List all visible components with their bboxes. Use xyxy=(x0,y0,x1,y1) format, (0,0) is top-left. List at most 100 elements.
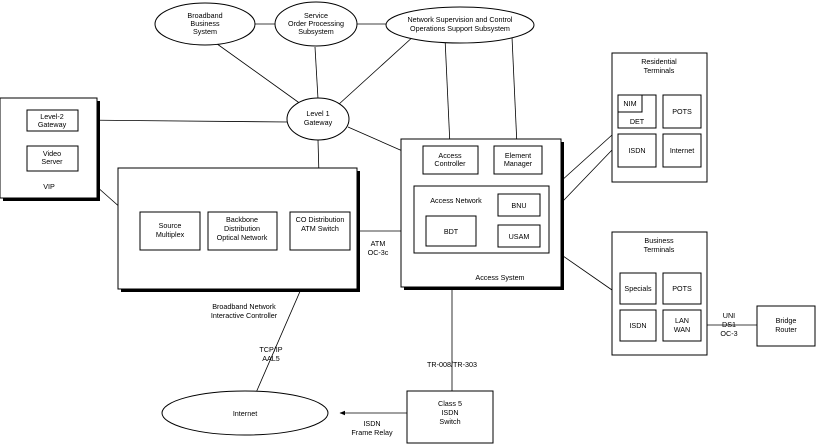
video-server-line1: Video xyxy=(43,149,61,158)
bdt-label: BDT xyxy=(444,227,459,236)
vip-label: VIP xyxy=(43,182,55,191)
access-controller-line1: Access xyxy=(438,151,462,160)
nim-label: NIM xyxy=(623,99,636,108)
bnu-box: BNU xyxy=(497,193,541,217)
tcp-ip-line2: AAL5 xyxy=(262,354,280,363)
bridge-router-line1: Bridge xyxy=(776,316,797,325)
access-system-label: Access System xyxy=(475,273,524,282)
nim-det-box: NIM DET xyxy=(617,94,657,129)
business-pots-label: POTS xyxy=(672,284,692,293)
service-order-processing-subsystem: Service Order Processing Subsystem xyxy=(274,1,358,47)
link-network-supervision-to-access-controller xyxy=(444,37,451,147)
co-distribution-line2: ATM Switch xyxy=(301,224,339,233)
class5-switch-line1: Class 5 xyxy=(438,399,462,408)
level1-gateway-line2: Gateway xyxy=(304,118,333,127)
backbone-line3: Optical Network xyxy=(217,233,268,242)
lan-label: LAN xyxy=(675,316,689,325)
tr-008-label: TR-008/TR-303 xyxy=(427,360,477,369)
det-label: DET xyxy=(630,117,645,126)
business-terminals-block: Business Terminals Specials POTS ISDN LA… xyxy=(611,231,708,356)
bridge-router-box: Bridge Router xyxy=(756,305,816,347)
source-multiplex-line1: Source xyxy=(159,221,182,230)
broadband-business-system-line1: Broadband xyxy=(187,11,222,20)
link-broadband-business-to-level1 xyxy=(205,35,306,108)
business-specials-box: Specials xyxy=(619,272,657,305)
service-order-line1: Service xyxy=(304,11,328,20)
link-level2-gateway-to-level1 xyxy=(77,119,289,123)
broadband-business-system-line2: Business xyxy=(190,19,220,28)
residential-internet-box: Internet xyxy=(662,133,702,168)
class5-switch-line3: Switch xyxy=(439,417,460,426)
ds1-label: DS1 xyxy=(722,320,736,329)
co-distribution-line1: CO Distribution xyxy=(296,215,345,224)
access-system-block: Access System Access Controller Element … xyxy=(400,138,564,290)
business-isdn-box: ISDN xyxy=(619,309,657,342)
access-controller-line2: Controller xyxy=(434,159,466,168)
link-service-order-to-level1 xyxy=(314,46,319,100)
bnu-label: BNU xyxy=(511,201,526,210)
residential-title-line2: Terminals xyxy=(644,66,675,75)
link-network-supervision-to-level1 xyxy=(337,34,416,106)
uni-ds1-oc3-label: UNI DS1 OC-3 xyxy=(720,311,737,338)
residential-isdn-box: ISDN xyxy=(617,133,657,168)
business-specials-label: Specials xyxy=(624,284,652,293)
element-manager-box: Element Manager xyxy=(493,145,543,175)
business-isdn-label: ISDN xyxy=(629,321,646,330)
link-network-supervision-to-element-manager xyxy=(511,36,518,147)
broadband-business-system: Broadband Business System xyxy=(154,2,256,46)
backbone-line1: Backbone xyxy=(226,215,258,224)
network-supervision-line2: Operations Support Subsystem xyxy=(410,24,510,33)
residential-internet-label: Internet xyxy=(670,146,694,155)
access-controller-box: Access Controller xyxy=(422,145,479,175)
internet-label: Internet xyxy=(233,409,257,418)
broadband-business-system-line3: System xyxy=(193,27,217,36)
class5-isdn-switch-box: Class 5 ISDN Switch xyxy=(406,390,494,444)
usam-label: USAM xyxy=(509,232,530,241)
isdn-frame-relay-line2: Frame Relay xyxy=(351,428,393,437)
video-server-box: Video Server xyxy=(26,145,79,172)
usam-box: USAM xyxy=(497,224,541,248)
level2-gateway-box: Level-2 Gateway xyxy=(26,109,79,132)
broadband-network-label-line2: Interactive Controller xyxy=(211,311,278,320)
level2-gateway-line1: Level-2 xyxy=(40,112,64,121)
service-order-line3: Subsystem xyxy=(298,27,334,36)
atm-oc3c-label: ATM OC-3c xyxy=(368,239,389,257)
bridge-router-line2: Router xyxy=(775,325,797,334)
broadband-network-block: Source Multiplex Backbone Distribution O… xyxy=(117,167,360,292)
access-network-box: Access Network BNU BDT USAM xyxy=(413,185,550,254)
co-distribution-atm-switch-box: CO Distribution ATM Switch xyxy=(289,211,351,251)
oc3c-label: OC-3c xyxy=(368,248,389,257)
wan-label: WAN xyxy=(674,325,691,334)
source-multiplex-box: Source Multiplex xyxy=(139,211,201,251)
level2-gateway-line2: Gateway xyxy=(38,120,67,129)
residential-terminals-block: Residential Terminals NIM DET POTS ISDN … xyxy=(611,52,708,183)
atm-label: ATM xyxy=(371,239,386,248)
service-order-line2: Order Processing xyxy=(288,19,344,28)
broadband-network-label-line1: Broadband Network xyxy=(212,302,276,311)
vip-block: VIP Level-2 Gateway Video Server xyxy=(0,97,100,201)
element-manager-line1: Element xyxy=(505,151,531,160)
access-network-label: Access Network xyxy=(430,196,482,205)
network-supervision-line1: Network Supervision and Control xyxy=(407,15,512,24)
tcp-ip-line1: TCP/IP xyxy=(259,345,282,354)
internet-cloud: Internet xyxy=(161,390,329,436)
business-lan-wan-box: LAN WAN xyxy=(662,309,702,342)
residential-title-line1: Residential xyxy=(641,57,677,66)
backbone-distribution-box: Backbone Distribution Optical Network xyxy=(207,211,278,251)
backbone-line2: Distribution xyxy=(224,224,260,233)
broadband-network-label: Broadband Network Interactive Controller xyxy=(211,302,278,320)
business-title-line2: Terminals xyxy=(644,245,675,254)
bdt-box: BDT xyxy=(425,215,477,247)
element-manager-line2: Manager xyxy=(504,159,533,168)
tcp-ip-label: TCP/IP AAL5 xyxy=(259,345,282,363)
network-supervision-subsystem: Network Supervision and Control Operatio… xyxy=(385,6,535,44)
business-title-line1: Business xyxy=(644,236,674,245)
business-pots-box: POTS xyxy=(662,272,702,305)
isdn-frame-relay-line1: ISDN xyxy=(363,419,380,428)
level1-gateway-line1: Level 1 xyxy=(306,109,329,118)
source-multiplex-line2: Multiplex xyxy=(156,230,185,239)
oc3-label: OC-3 xyxy=(720,329,737,338)
residential-isdn-label: ISDN xyxy=(628,146,645,155)
video-server-line2: Server xyxy=(41,157,63,166)
